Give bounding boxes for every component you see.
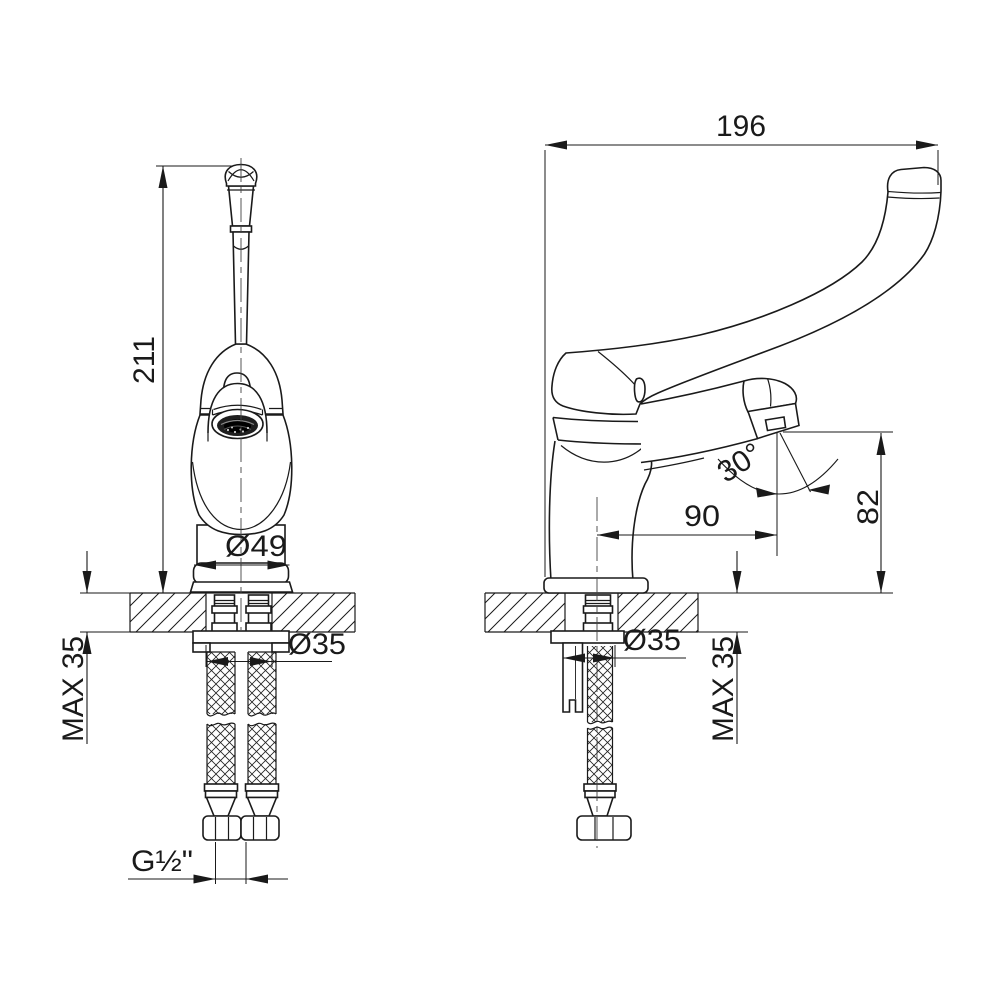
- extension-line: [80, 592, 130, 633]
- angle-reference-line: [779, 432, 811, 493]
- extension-line: [544, 150, 939, 577]
- dim-outlet-height: 82: [698, 431, 893, 633]
- supply-hose-left: [202, 651, 242, 841]
- dim-hole-diameter-front: Ø35: [205, 628, 346, 667]
- arrowhead-right: [193, 874, 216, 884]
- arrowhead-down: [82, 571, 92, 593]
- dim-label-overall-length: 196: [716, 110, 766, 143]
- arrowhead-left: [194, 560, 216, 570]
- dim-spout-reach: 90: [597, 500, 777, 540]
- dim-label-hole-diameter-front: Ø35: [288, 628, 346, 661]
- arrowhead-right: [267, 560, 290, 570]
- dim-hole-diameter-side: Ø35: [562, 624, 686, 667]
- front-view: [129, 158, 356, 841]
- side-view: [484, 166, 942, 848]
- dim-label-spout-reach: 90: [684, 500, 720, 533]
- body-curve-front: [191, 461, 292, 531]
- dim-base-diameter: Ø49: [194, 530, 290, 570]
- arrowhead-up: [158, 166, 168, 188]
- aerator-insert-side: [764, 416, 787, 432]
- extension-line: [215, 842, 247, 884]
- dim-label-hole-diameter-side: Ø35: [623, 624, 681, 657]
- arrowhead-arc-left: [756, 487, 778, 498]
- arrowhead-right: [593, 653, 615, 663]
- arrowhead-down: [732, 571, 742, 593]
- dim-max-thickness-side: MAX 35: [707, 551, 742, 744]
- dim-max-thickness-front: MAX 35: [57, 551, 130, 744]
- arrowhead-left: [206, 657, 228, 666]
- lever-joint-side: [633, 377, 646, 403]
- arrowhead-up: [82, 632, 92, 654]
- dim-label-base-diameter: Ø49: [225, 530, 287, 563]
- dim-label-max-thickness-front: MAX 35: [57, 636, 90, 742]
- mounting-plate-side: [550, 630, 625, 644]
- arrowhead-arc-right: [808, 484, 830, 495]
- body-chin-curve: [560, 445, 645, 463]
- arrowhead-left: [545, 140, 567, 150]
- dim-label-outlet-height: 82: [852, 489, 885, 525]
- arrowhead-down: [158, 571, 168, 593]
- hose-nut-left: [202, 815, 242, 841]
- arrowhead-left: [563, 653, 585, 663]
- countertop-hatch-right: [272, 593, 355, 632]
- angle-arc: [717, 458, 839, 495]
- countertop-hatch-left: [130, 593, 206, 632]
- extension-line: [205, 645, 273, 667]
- dim-overall-length: 196: [544, 110, 939, 577]
- arrowhead-up: [876, 433, 886, 455]
- spout-front: [207, 382, 268, 442]
- extension-line: [562, 645, 616, 667]
- spout-tip-cap: [742, 377, 798, 413]
- extension-line: [698, 431, 893, 633]
- countertop-side: [484, 592, 699, 633]
- dim-label-thread: G½": [131, 845, 193, 878]
- mounting-shank-side: [582, 594, 614, 633]
- arrowhead-left: [246, 874, 268, 884]
- arrowhead-left: [597, 530, 619, 540]
- spout-side: [640, 377, 800, 471]
- arrowhead-right: [916, 140, 938, 150]
- body-front: [190, 414, 293, 536]
- dim-label-max-thickness-side: MAX 35: [707, 636, 740, 742]
- base-flange-side: [543, 577, 649, 594]
- hose-nut-right: [240, 815, 280, 841]
- arrowhead-up: [732, 632, 742, 654]
- countertop-front: [129, 592, 356, 633]
- arrowhead-right: [250, 657, 272, 666]
- dim-overall-height: 211: [128, 165, 232, 593]
- arrowhead-right: [755, 530, 777, 540]
- arrowhead-down: [876, 571, 886, 593]
- hose-nut-side: [576, 815, 632, 841]
- dim-label-overall-height: 211: [128, 336, 161, 384]
- mounting-plate-front: [192, 630, 290, 653]
- lever-handle-side: [551, 166, 942, 416]
- dim-thread: G½": [128, 842, 288, 884]
